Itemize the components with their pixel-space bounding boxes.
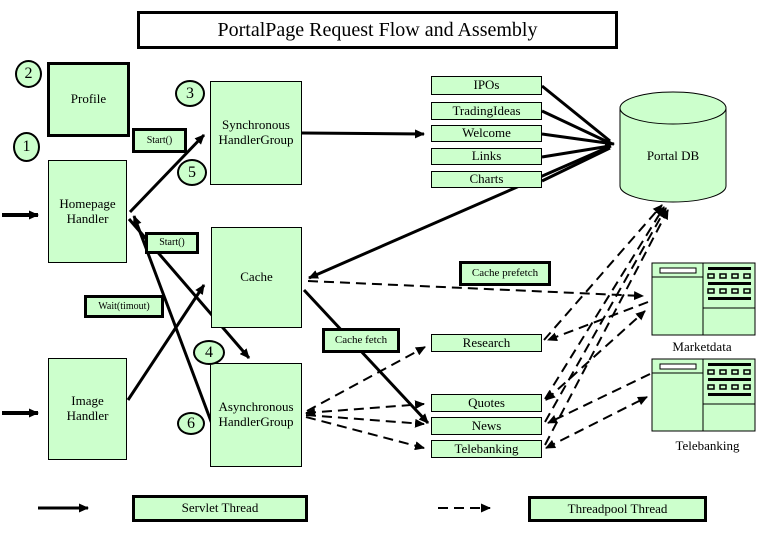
threadpool-thread-legend-box: Threadpool Thread: [528, 496, 707, 522]
line-news-to-db: [544, 207, 667, 423]
line-async-to-quotes: [305, 400, 425, 417]
portal-db-label: Portal DB: [646, 148, 700, 163]
telebanking-server-icon: [651, 358, 756, 432]
ipos-node: IPOs: [431, 76, 542, 95]
welcome-node: Welcome: [431, 125, 542, 142]
telebanking-server-label: Telebanking: [675, 437, 740, 453]
start-async-label: Start(): [145, 232, 199, 254]
marketdata-server-icon: [651, 262, 756, 336]
step-circle-1: 1: [13, 132, 40, 162]
image-handler-node: Image Handler: [48, 358, 127, 460]
line-telebanking-to-tbserver: [545, 396, 648, 449]
diagram-title: PortalPage Request Flow and Assembly: [137, 11, 618, 49]
start-sync-label: Start(): [132, 128, 187, 153]
cache-node: Cache: [211, 227, 302, 328]
telebanking-node: Telebanking: [431, 440, 542, 458]
servlet-thread-legend-box: Servlet Thread: [132, 495, 308, 522]
wait-timout-label: Wait(timout): [84, 295, 164, 318]
line-ipos-to-db: [541, 84, 611, 143]
line-welcome-to-db: [541, 132, 615, 148]
cache-fetch-label: Cache fetch: [322, 328, 400, 353]
quotes-node: Quotes: [431, 394, 542, 412]
step-circle-4: 4: [193, 340, 225, 365]
tradingideas-node: TradingIdeas: [431, 102, 542, 120]
line-quotes-to-marketdata: [545, 310, 646, 401]
line-sync-to-welcome: [301, 129, 425, 139]
line-async-to-telebanking: [305, 416, 425, 451]
portal-db-cylinder: [619, 91, 727, 203]
news-node: News: [431, 417, 542, 435]
charts-node: Charts: [431, 171, 542, 188]
line-async-to-news: [305, 414, 425, 428]
links-node: Links: [431, 148, 542, 165]
line-homepage-to-sync: [128, 133, 206, 214]
profile-node: Profile: [47, 62, 130, 137]
line-tradingideas-to-db: [541, 109, 611, 145]
line-research-to-db: [543, 204, 663, 341]
line-telebanking-to-db: [544, 209, 669, 446]
line-links-to-db: [541, 144, 611, 159]
step-circle-2: 2: [15, 60, 42, 88]
cache-prefetch-label: Cache prefetch: [459, 261, 551, 286]
step-circle-5: 5: [177, 159, 207, 186]
homepage-handler-node: Homepage Handler: [48, 160, 127, 263]
step-circle-6: 6: [177, 412, 205, 435]
step-circle-3: 3: [175, 80, 205, 107]
line-tbserver-to-news: [547, 373, 651, 424]
asynchronous-handler-group-node: Asynchronous HandlerGroup: [210, 363, 302, 467]
line-cache-prefetch-to-marketdata: [307, 280, 644, 301]
line-db-to-cache: [308, 144, 612, 280]
marketdata-server-label: Marketdata: [672, 338, 732, 354]
line-image-to-cache: [126, 284, 206, 401]
synchronous-handler-group-node: Synchronous HandlerGroup: [210, 81, 302, 185]
line-charts-to-db: [541, 146, 611, 183]
research-node: Research: [431, 334, 542, 352]
